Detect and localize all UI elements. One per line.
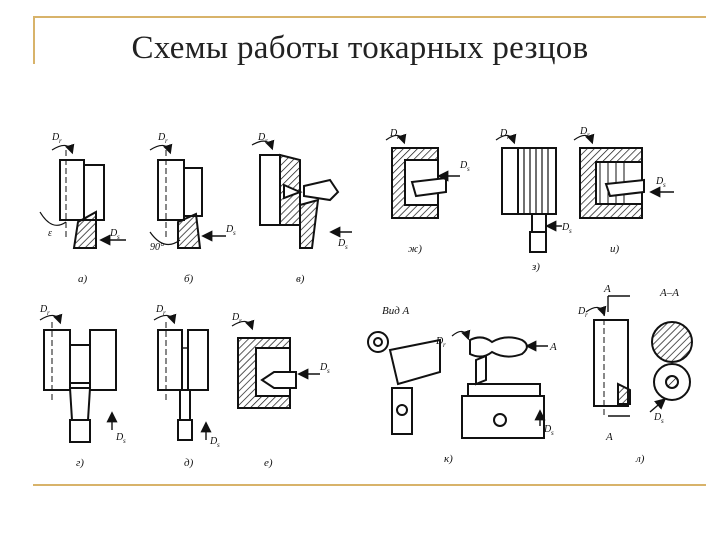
label-dr-a: D (51, 132, 60, 143)
slide-title: Схемы работы токарных резцов (131, 30, 589, 66)
caption-l: л) (635, 453, 645, 465)
label-dr-l-sub: r (585, 311, 588, 319)
label-ds-z: D (561, 222, 570, 233)
caption-i: и) (610, 243, 620, 255)
label-dr-b-sub: r (165, 137, 168, 145)
label-dr-e: D (231, 312, 240, 323)
label-ds-a: D (109, 228, 118, 239)
label-ds-l: D (653, 412, 662, 423)
caption-z: з) (531, 261, 540, 273)
label-angle-b: 90° (150, 242, 164, 253)
scheme-g (39, 313, 118, 443)
label-dr-i-sub: r (587, 131, 590, 139)
label-dr-i: D (579, 126, 588, 137)
label-ds-v: D (337, 238, 346, 249)
label-ds-b: D (225, 224, 234, 235)
label-ds-l-sub: s (661, 417, 664, 425)
label-ds-zh-sub: s (467, 165, 470, 173)
label-ds-g-sub: s (123, 437, 126, 445)
label-dr-z: D (499, 128, 508, 139)
label-ds-d-sub: s (217, 441, 220, 449)
label-dr-k-sub: r (443, 341, 446, 349)
label-a-k: А (549, 341, 557, 353)
label-dr-l: D (577, 306, 586, 317)
label-dr-d: D (155, 304, 164, 315)
label-dr-zh: D (389, 128, 398, 139)
caption-k: к) (444, 453, 453, 465)
label-a-bottom: А (605, 431, 613, 443)
caption-b: б) (184, 273, 194, 285)
scheme-b (149, 143, 226, 249)
frame-top-line (33, 16, 706, 18)
label-dr-v-sub: r (265, 137, 268, 145)
scheme-k (367, 329, 548, 439)
label-ds-k-sub: s (551, 429, 554, 437)
label-ds-e-sub: s (327, 367, 330, 375)
label-ds-zh: D (459, 160, 468, 171)
caption-zh: ж) (408, 243, 422, 255)
scheme-v (251, 139, 352, 249)
label-angle-a: ε (48, 228, 52, 239)
label-dr-a-sub: r (59, 137, 62, 145)
label-dr-b: D (157, 132, 166, 143)
label-dr-zh-sub: r (397, 133, 400, 141)
label-ds-g: D (115, 432, 124, 443)
caption-e: е) (264, 457, 273, 469)
label-a-top: А (603, 283, 611, 295)
label-vid-a: Вид А (382, 305, 410, 317)
scheme-z (495, 133, 562, 253)
label-dr-g: D (39, 304, 48, 315)
label-ds-k: D (543, 424, 552, 435)
label-ds-d: D (209, 436, 218, 447)
frame-bottom-line (33, 484, 706, 486)
label-ds-a-sub: s (117, 233, 120, 241)
label-dr-z-sub: r (507, 133, 510, 141)
scheme-e (231, 319, 320, 409)
label-ds-z-sub: s (569, 227, 572, 235)
label-ds-v-sub: s (345, 243, 348, 251)
caption-a: а) (78, 273, 88, 285)
label-ds-i: D (655, 176, 664, 187)
label-dr-k: D (435, 336, 444, 347)
label-section-aa: А–А (659, 287, 679, 299)
label-dr-e-sub: r (239, 317, 242, 325)
frame-left-line (33, 16, 35, 64)
scheme-l (585, 295, 693, 417)
scheme-d (153, 313, 212, 441)
label-dr-v: D (257, 132, 266, 143)
label-ds-b-sub: s (233, 229, 236, 237)
caption-v: в) (296, 273, 305, 285)
caption-d: д) (184, 457, 194, 469)
label-ds-i-sub: s (663, 181, 666, 189)
scheme-zh (385, 133, 460, 219)
label-dr-g-sub: r (47, 309, 50, 317)
scheme-a (39, 143, 126, 249)
caption-g: г) (76, 457, 84, 469)
label-ds-e: D (319, 362, 328, 373)
label-dr-d-sub: r (163, 309, 166, 317)
scheme-i (573, 133, 674, 219)
